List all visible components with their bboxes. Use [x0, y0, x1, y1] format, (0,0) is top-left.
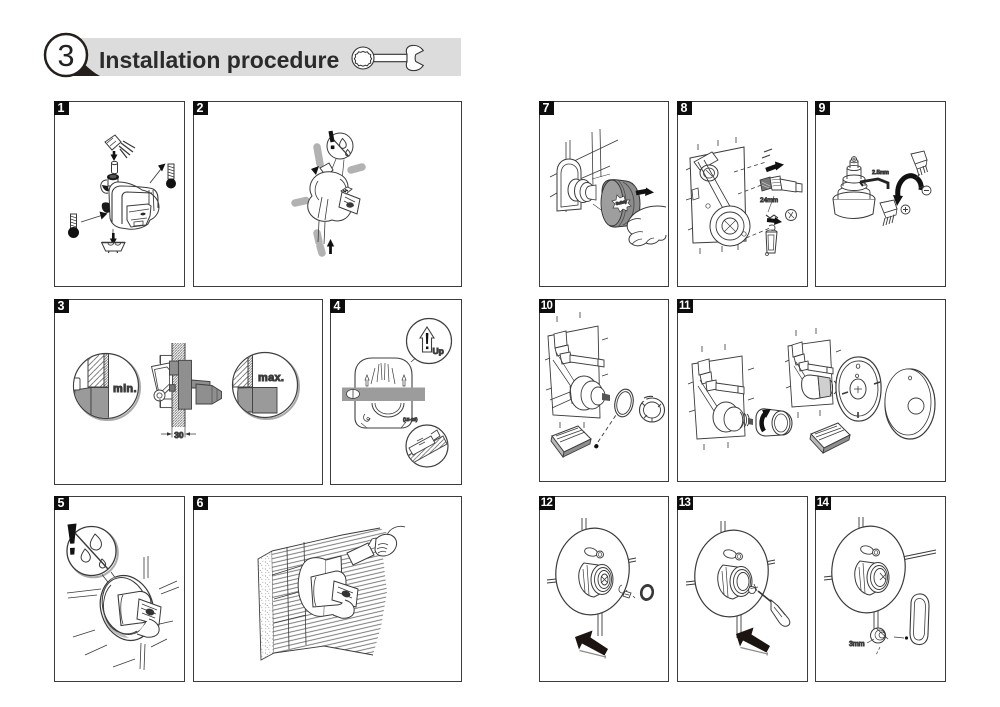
- svg-text:2.5mm: 2.5mm: [872, 170, 889, 176]
- svg-text:max.: max.: [258, 372, 284, 384]
- svg-text:Safety: Safety: [615, 199, 627, 206]
- svg-text:Up: Up: [433, 346, 444, 356]
- svg-text:24mm: 24mm: [760, 197, 778, 204]
- svg-text:3mm: 3mm: [849, 641, 865, 648]
- svg-text:min.: min.: [113, 383, 137, 395]
- svg-text:3: 3: [58, 39, 75, 73]
- svg-text:30: 30: [174, 430, 184, 440]
- svg-text:(15-28): (15-28): [403, 417, 418, 422]
